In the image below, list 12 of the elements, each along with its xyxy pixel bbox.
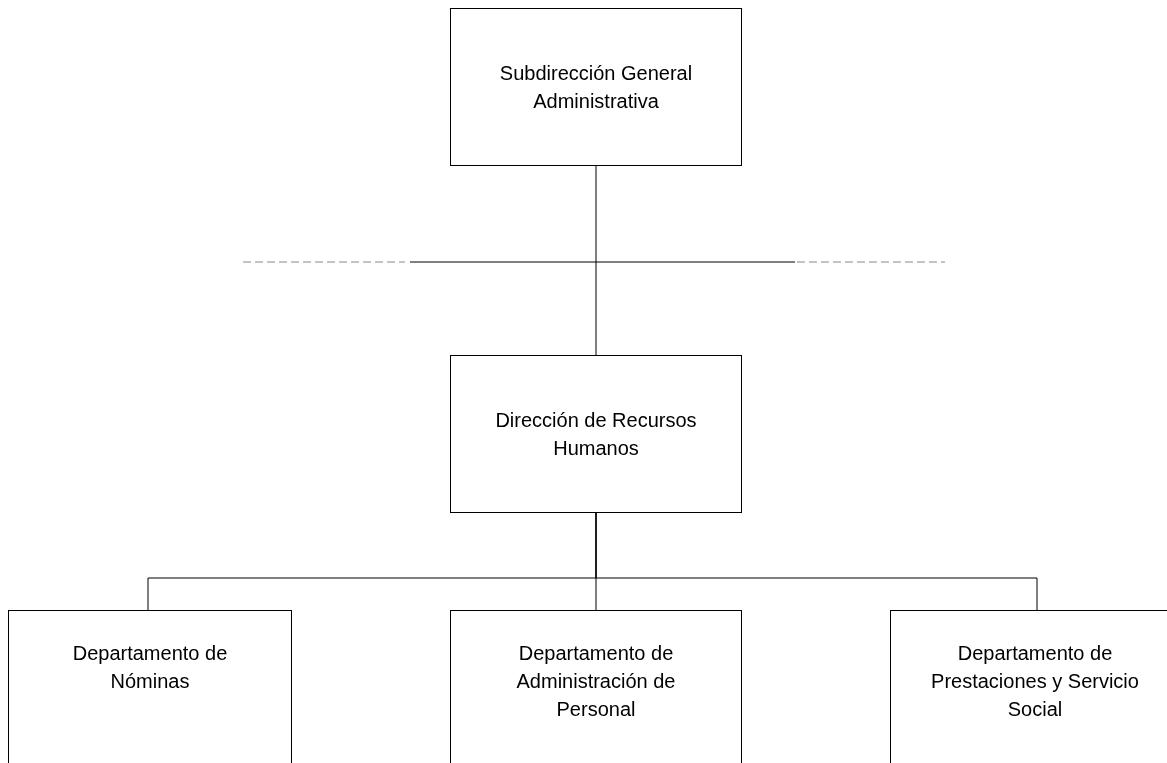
- org-box: [450, 8, 742, 166]
- box-label: Departamento de Administración de Personal: [515, 641, 677, 722]
- org-box: [450, 610, 742, 763]
- box-label: Departamento de Nóminas: [71, 641, 229, 694]
- connector-line: [595, 165, 597, 356]
- org-box: [8, 610, 292, 763]
- box-label: Subdirección General Administrativa: [498, 61, 694, 114]
- box-label: Departamento de Prestaciones y Servicio Social: [931, 641, 1139, 722]
- org-box: [450, 355, 742, 513]
- box-label: Dirección de Recursos Humanos: [494, 408, 698, 461]
- connector-line: [595, 512, 1038, 611]
- org-box: [890, 610, 1167, 763]
